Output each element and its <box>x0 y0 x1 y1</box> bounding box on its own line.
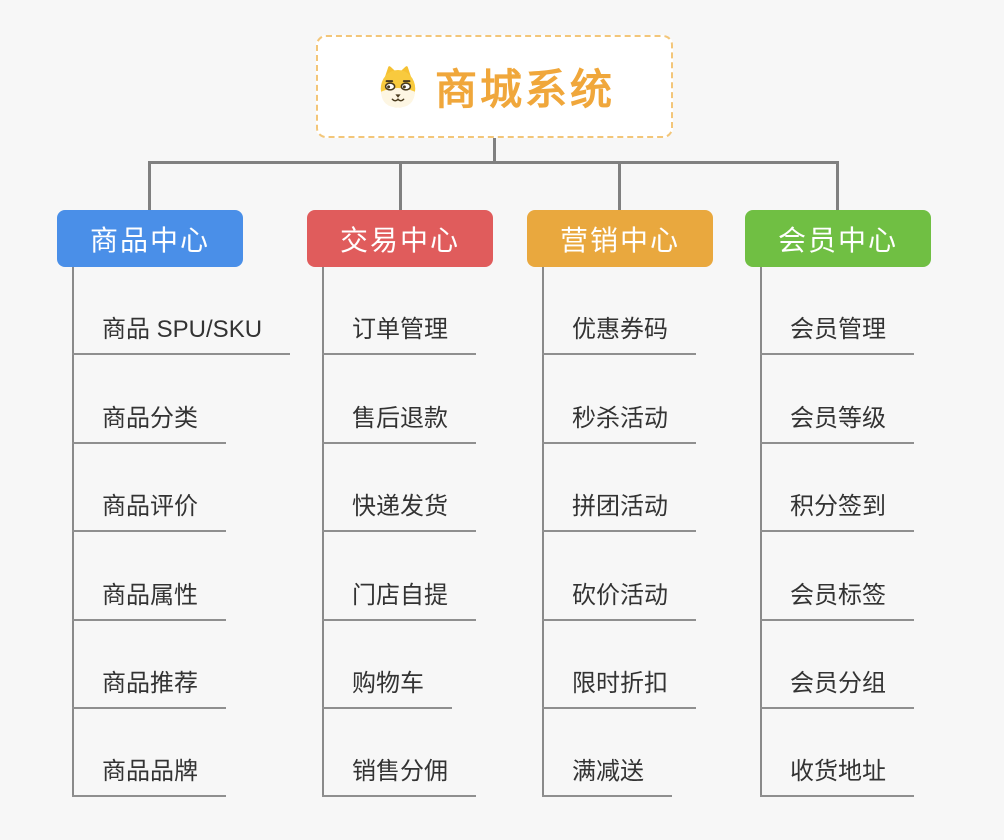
mind-node-item[interactable]: 积分签到 <box>760 444 914 533</box>
mind-node-item[interactable]: 优惠券码 <box>542 267 696 356</box>
mind-node-item[interactable]: 秒杀活动 <box>542 355 696 444</box>
mind-node-item[interactable]: 商品品牌 <box>72 709 226 798</box>
branch-items: 会员管理 会员等级 积分签到 会员标签 会员分组 收货地址 <box>760 267 931 798</box>
mind-node-item[interactable]: 会员分组 <box>760 621 914 709</box>
mind-node-item[interactable]: 商品属性 <box>72 532 226 621</box>
mind-node-item[interactable]: 商品推荐 <box>72 621 226 709</box>
mind-node-item[interactable]: 限时折扣 <box>542 621 696 709</box>
branch-product-center[interactable]: 商品中心 <box>57 210 243 267</box>
branch-column-member: 会员中心 会员管理 会员等级 积分签到 会员标签 会员分组 收货地址 <box>745 210 931 798</box>
mind-node-item[interactable]: 商品分类 <box>72 355 226 444</box>
branch-items: 商品 SPU/SKU 商品分类 商品评价 商品属性 商品推荐 商品品牌 <box>72 267 291 798</box>
mind-node-item[interactable]: 拼团活动 <box>542 444 696 533</box>
mind-node-item[interactable]: 售后退款 <box>322 355 476 444</box>
mind-node-item[interactable]: 商品评价 <box>72 444 226 533</box>
connector-line <box>836 161 839 210</box>
mind-node-item[interactable]: 门店自提 <box>322 532 476 621</box>
connector-line <box>399 161 402 210</box>
branch-trade-center[interactable]: 交易中心 <box>307 210 493 267</box>
root-node[interactable]: 商城系统 <box>316 35 673 138</box>
branch-marketing-center[interactable]: 营销中心 <box>527 210 713 267</box>
mind-node-item[interactable]: 收货地址 <box>760 709 914 798</box>
mind-node-item[interactable]: 满减送 <box>542 709 672 798</box>
root-title: 商城系统 <box>434 66 615 113</box>
connector-line <box>493 138 496 164</box>
branch-items: 优惠券码 秒杀活动 拼团活动 砍价活动 限时折扣 满减送 <box>542 267 713 798</box>
connector-line <box>618 161 621 210</box>
mind-node-item[interactable]: 商品 SPU/SKU <box>72 267 291 356</box>
mind-node-item[interactable]: 购物车 <box>322 621 452 709</box>
mind-node-item[interactable]: 快递发货 <box>322 444 476 533</box>
connector-line <box>148 161 839 164</box>
branch-column-marketing: 营销中心 优惠券码 秒杀活动 拼团活动 砍价活动 限时折扣 满减送 <box>527 210 713 798</box>
mind-node-item[interactable]: 销售分佣 <box>322 709 476 798</box>
mind-node-item[interactable]: 会员等级 <box>760 355 914 444</box>
mind-node-item[interactable]: 会员管理 <box>760 267 914 356</box>
mind-node-item[interactable]: 订单管理 <box>322 267 476 356</box>
branch-column-product: 商品中心 商品 SPU/SKU 商品分类 商品评价 商品属性 商品推荐 商品品牌 <box>57 210 291 798</box>
mind-node-item[interactable]: 砍价活动 <box>542 532 696 621</box>
mind-node-item[interactable]: 会员标签 <box>760 532 914 621</box>
branch-items: 订单管理 售后退款 快递发货 门店自提 购物车 销售分佣 <box>322 267 493 798</box>
branch-member-center[interactable]: 会员中心 <box>745 210 931 267</box>
dog-icon <box>380 66 416 108</box>
connector-line <box>148 161 151 210</box>
branch-column-trade: 交易中心 订单管理 售后退款 快递发货 门店自提 购物车 销售分佣 <box>307 210 493 798</box>
